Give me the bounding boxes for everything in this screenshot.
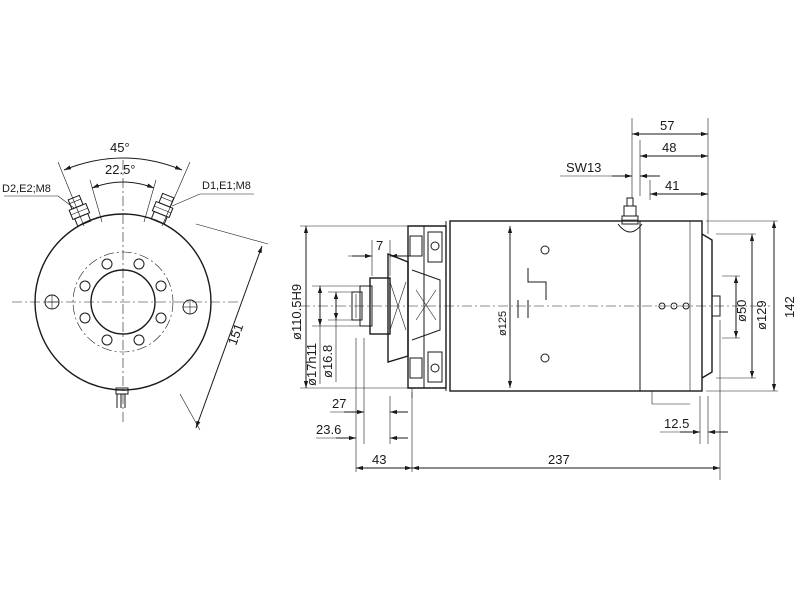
- dim-17-label: ø17h11: [304, 343, 319, 386]
- terminal-stud-left: [67, 194, 92, 227]
- front-view: 45° 22.5° D2,E2;M8 D1,E1;M8 151: [2, 140, 269, 431]
- bolt-hole: [101, 258, 113, 270]
- body-step-detail: [527, 268, 547, 300]
- side-view: 57 48 SW13 41 7 ø110.5H9 ø17h11 ø16.8 ø1…: [289, 118, 797, 480]
- dim-41-label: 41: [665, 178, 679, 193]
- top-terminal: [617, 197, 643, 233]
- dim-16-label: ø16.8: [320, 345, 335, 378]
- angle-22-5-label: 22.5°: [105, 162, 136, 177]
- terminal-right-label: D1,E1;M8: [202, 180, 251, 192]
- bolt-hole: [155, 280, 167, 292]
- bolt-hole: [101, 334, 113, 346]
- dim-12-5-label: 12.5: [664, 416, 689, 431]
- bolt-hole: [133, 258, 145, 270]
- angle-45-label: 45°: [110, 140, 130, 155]
- dim-50-label: ø50: [734, 300, 749, 322]
- bolt-hole: [79, 312, 91, 324]
- bolt-hole: [133, 334, 145, 346]
- center-bore: [90, 269, 156, 335]
- bolt-hole: [79, 280, 91, 292]
- dim-43-label: 43: [372, 452, 386, 467]
- dim-125-label: ø125: [497, 311, 509, 336]
- dim-129-label: ø129: [754, 300, 769, 330]
- dim-27-label: 27: [332, 396, 346, 411]
- dim-57-label: 57: [660, 118, 674, 133]
- output-shaft: [351, 252, 441, 363]
- terminal-stud-right: [150, 192, 175, 225]
- bolt-pitch-circle: [72, 251, 174, 353]
- dim-7-label: 7: [376, 238, 383, 253]
- bolt-holes: [79, 258, 167, 346]
- bolt-hole: [155, 312, 167, 324]
- dim-48-label: 48: [662, 140, 676, 155]
- dim-23-6-label: 23.6: [316, 422, 341, 437]
- dim-142-label: 142: [782, 296, 797, 318]
- dim-110-label: ø110.5H9: [289, 284, 304, 340]
- dim-237-label: 237: [548, 452, 570, 467]
- bottom-stud: [115, 387, 129, 408]
- dim-sw13-label: SW13: [566, 160, 601, 175]
- terminal-left-label: D2,E2;M8: [2, 183, 51, 195]
- diagonal-151-label: 151: [225, 322, 247, 348]
